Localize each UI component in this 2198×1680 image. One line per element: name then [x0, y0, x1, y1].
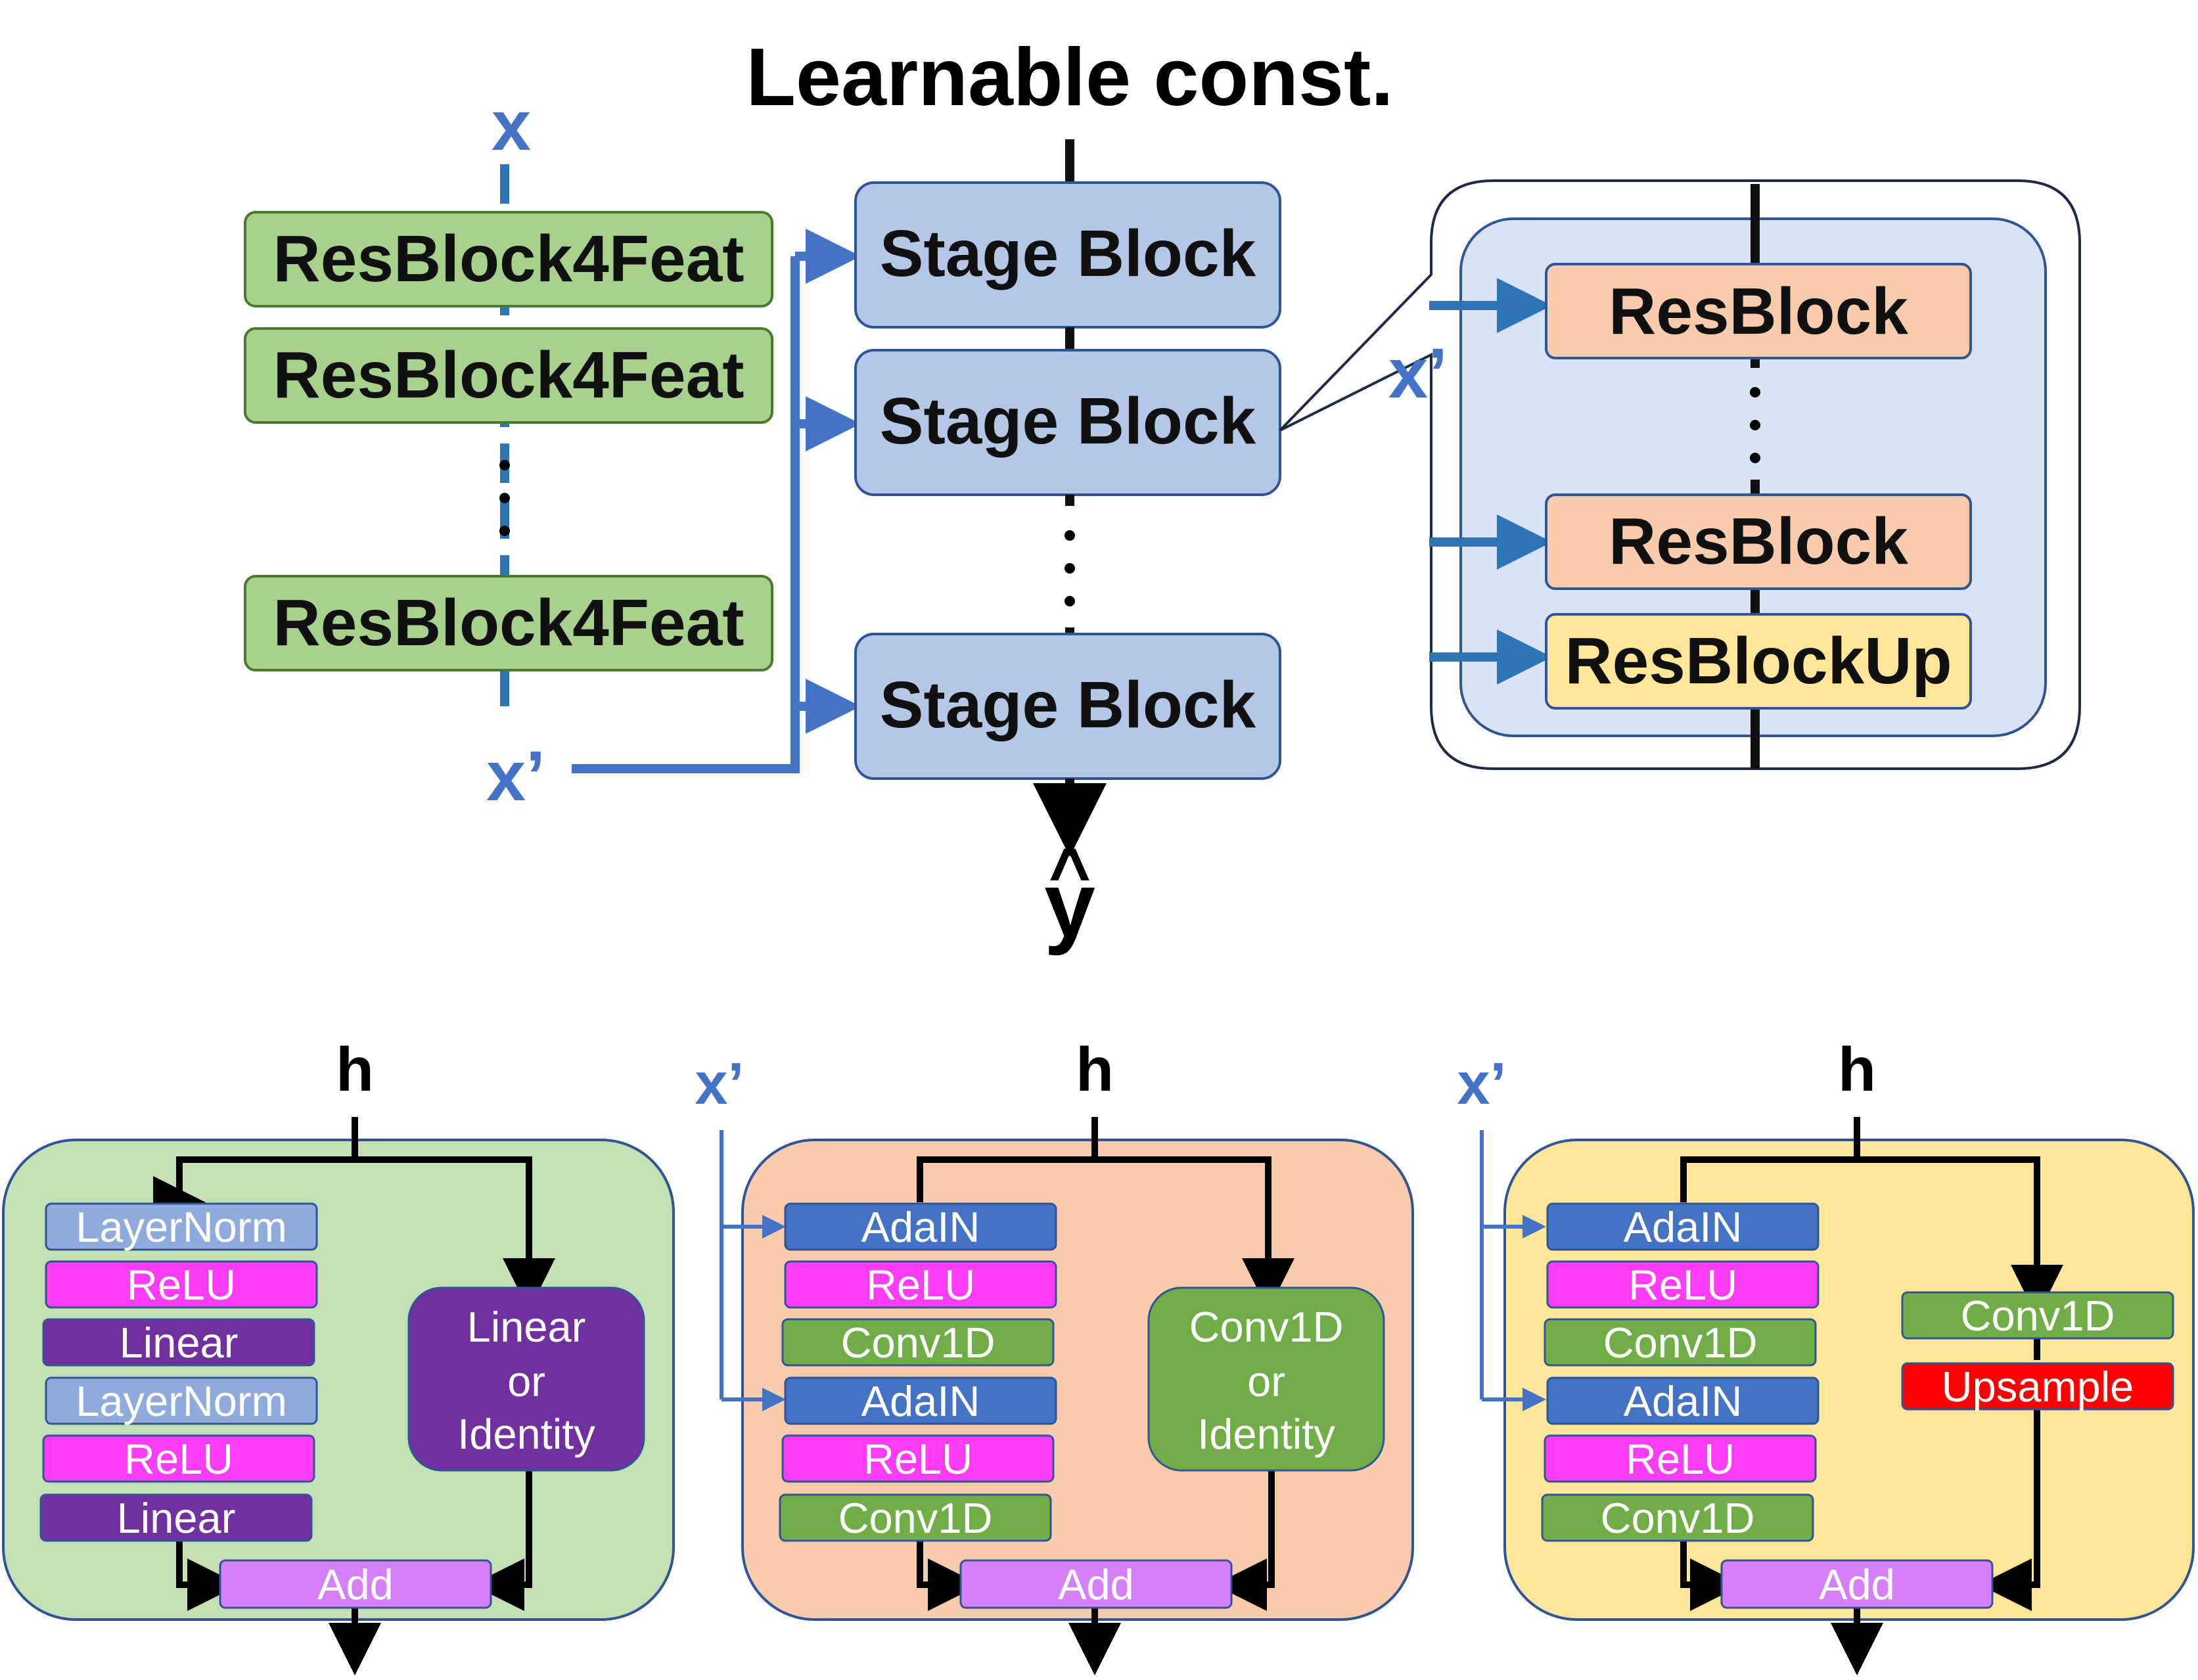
- panel2-layer-2: ReLU: [784, 1260, 1057, 1309]
- generator-stack: Stage Block Stage Block Stage Block ^ y: [854, 139, 1281, 956]
- panel3-layer-6: Conv1D: [1541, 1493, 1814, 1542]
- panel2-layer-4: AdaIN: [784, 1376, 1057, 1425]
- panel3-layer-4: AdaIN: [1546, 1376, 1820, 1425]
- svg-text:Add: Add: [1819, 1560, 1895, 1608]
- zoom-resblockup: ResBlockUp: [1545, 613, 1972, 710]
- svg-text:ResBlockUp: ResBlockUp: [1565, 624, 1952, 698]
- panel1-layer-1: LayerNorm: [45, 1202, 318, 1251]
- svg-text:Conv1D: Conv1D: [1603, 1319, 1758, 1367]
- svg-text:ResBlock4Feat: ResBlock4Feat: [273, 586, 744, 660]
- feature-extractor: x ResBlock4Feat ResBlock4Feat ResBlock4F…: [244, 85, 773, 815]
- svg-text:LayerNorm: LayerNorm: [76, 1203, 286, 1251]
- svg-text:or: or: [1247, 1357, 1285, 1405]
- panel3-layer-5: ReLU: [1544, 1434, 1817, 1483]
- zoom-resblock-2: ResBlock: [1545, 493, 1972, 590]
- panel2-shortcut: Conv1D or Identity: [1147, 1286, 1385, 1472]
- panel3-layer-3: Conv1D: [1544, 1318, 1817, 1367]
- panel1-layer-5: ReLU: [42, 1434, 315, 1483]
- ellipsis-feat: [499, 460, 510, 536]
- panel1-layer-6: Linear: [39, 1493, 313, 1542]
- xprime-feat-label: x’: [486, 736, 545, 815]
- svg-text:Linear: Linear: [467, 1303, 586, 1351]
- xprime-routing: [572, 229, 861, 773]
- svg-text:or: or: [507, 1357, 545, 1405]
- panel1-layer-2: ReLU: [45, 1260, 318, 1309]
- resblock4feat-1: ResBlock4Feat: [244, 211, 773, 307]
- svg-text:Conv1D: Conv1D: [841, 1319, 996, 1367]
- svg-text:Linear: Linear: [120, 1319, 239, 1367]
- svg-text:ResBlock: ResBlock: [1609, 275, 1908, 348]
- svg-text:Stage Block: Stage Block: [880, 384, 1256, 458]
- svg-text:Upsample: Upsample: [1942, 1363, 2134, 1411]
- output-label: ^ y: [1044, 834, 1095, 956]
- panel1-add: Add: [219, 1559, 492, 1609]
- svg-text:Add: Add: [1058, 1560, 1134, 1608]
- panel3-h-label: h: [1838, 1035, 1876, 1104]
- svg-text:ReLU: ReLU: [863, 1435, 973, 1483]
- svg-text:ResBlock: ResBlock: [1609, 505, 1908, 578]
- svg-text:Conv1D: Conv1D: [1961, 1292, 2115, 1340]
- svg-text:ResBlock4Feat: ResBlock4Feat: [273, 222, 744, 296]
- panel-resblock4feat: h LayerNorm ReLU Linear LayerNorm ReLU: [2, 1035, 675, 1675]
- svg-text:Identity: Identity: [1197, 1410, 1335, 1458]
- panel1-layer-4: LayerNorm: [45, 1376, 318, 1425]
- svg-text:Identity: Identity: [457, 1410, 595, 1458]
- panel2-add: Add: [959, 1559, 1233, 1609]
- panel3-xprime-label: x’: [1457, 1051, 1506, 1117]
- x-input-label: x: [492, 85, 531, 165]
- ellipsis-zoom: [1750, 387, 1760, 463]
- ellipsis-stage: [1065, 530, 1075, 606]
- panel-resblock: h x’ AdaIN ReLU Conv1D AdaIN: [695, 1035, 1414, 1675]
- panel1-shortcut: Linear or Identity: [407, 1286, 645, 1472]
- panel2-layer-6: Conv1D: [779, 1493, 1052, 1542]
- svg-text:Stage Block: Stage Block: [880, 668, 1256, 742]
- panel3-layer-2: ReLU: [1546, 1260, 1820, 1309]
- stage-block-1: Stage Block: [854, 181, 1281, 329]
- diagram-title: Learnable const.: [746, 32, 1393, 123]
- stage-block-3: Stage Block: [854, 633, 1281, 780]
- svg-text:ReLU: ReLU: [124, 1435, 233, 1483]
- panel-resblockup: h x’ AdaIN ReLU Conv1D Ada: [1457, 1035, 2195, 1675]
- stage-block-zoom: x’ ResBlock ResBlock ResBlockUp: [1279, 179, 2081, 770]
- svg-text:ReLU: ReLU: [127, 1261, 236, 1309]
- svg-text:AdaIN: AdaIN: [861, 1377, 980, 1425]
- svg-text:ReLU: ReLU: [1626, 1435, 1735, 1483]
- output-hat: ^: [1049, 834, 1091, 915]
- svg-text:Conv1D: Conv1D: [838, 1494, 993, 1542]
- panel3-shortcut-conv1d: Conv1D: [1901, 1291, 2174, 1340]
- svg-text:Linear: Linear: [117, 1494, 236, 1542]
- panel2-layer-3: Conv1D: [781, 1318, 1055, 1367]
- svg-text:Conv1D: Conv1D: [1189, 1303, 1344, 1351]
- svg-text:ResBlock4Feat: ResBlock4Feat: [273, 338, 744, 412]
- svg-text:AdaIN: AdaIN: [1624, 1377, 1743, 1425]
- svg-text:Stage Block: Stage Block: [880, 217, 1256, 290]
- resblock4feat-2: ResBlock4Feat: [244, 327, 773, 424]
- svg-text:Conv1D: Conv1D: [1601, 1494, 1755, 1542]
- stage-block-2: Stage Block: [854, 349, 1281, 496]
- svg-text:LayerNorm: LayerNorm: [76, 1377, 286, 1425]
- zoom-xprime-label: x’: [1388, 333, 1448, 413]
- panel2-h-label: h: [1076, 1035, 1114, 1104]
- panel2-layer-5: ReLU: [781, 1434, 1055, 1483]
- output-y: y: [1044, 853, 1095, 956]
- svg-text:ReLU: ReLU: [866, 1261, 975, 1309]
- svg-text:AdaIN: AdaIN: [861, 1203, 980, 1251]
- panel2-layer-1: AdaIN: [784, 1202, 1057, 1251]
- panel3-shortcut-upsample: Upsample: [1901, 1362, 2174, 1411]
- resblock4feat-3: ResBlock4Feat: [244, 575, 773, 671]
- zoom-resblock-1: ResBlock: [1545, 263, 1972, 359]
- panel1-layer-3: Linear: [42, 1318, 315, 1367]
- svg-text:Add: Add: [317, 1560, 394, 1608]
- svg-text:ReLU: ReLU: [1628, 1261, 1737, 1309]
- panel3-layer-1: AdaIN: [1546, 1202, 1820, 1251]
- svg-text:AdaIN: AdaIN: [1624, 1203, 1743, 1251]
- panel3-add: Add: [1720, 1559, 1994, 1609]
- panel2-xprime-label: x’: [695, 1051, 744, 1117]
- panel1-h-label: h: [336, 1035, 374, 1104]
